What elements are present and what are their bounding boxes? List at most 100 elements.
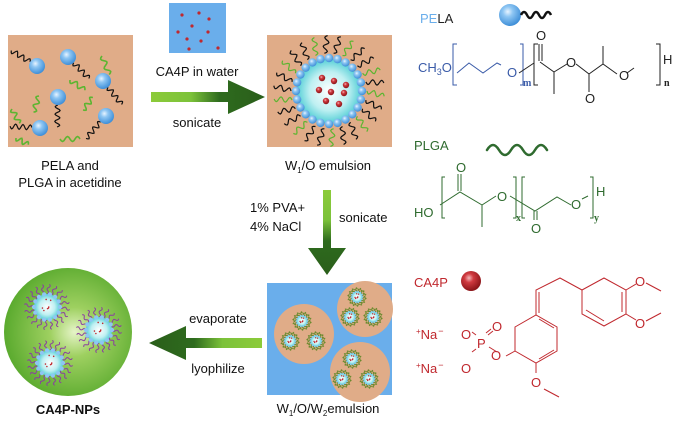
micelle-chain [356,354,362,359]
step3-action-top: evaporate [189,311,247,326]
micelle-chain [373,374,379,379]
ca4p-dot [197,11,201,15]
micelle-shell [375,320,378,323]
ca4p-dot [341,379,343,381]
micelle-chain [294,336,300,341]
micelle-chain [374,320,379,326]
pela-name: PELA [420,11,454,26]
pela-sphere [308,115,317,124]
pela-chain [350,47,365,62]
micelle-shell [377,318,379,321]
micelle-chain [285,345,290,351]
plga-carbonyl-o2: O [531,221,541,236]
micelle-core [284,335,296,347]
micelle-shell [33,299,38,304]
micelle-core [310,335,322,347]
ca4p-dot [46,307,49,310]
pela-sphere [95,73,111,89]
micelle-chain [342,356,347,361]
plga-chain [355,115,369,132]
pela-sphere [348,110,357,119]
micelle-chain [38,342,44,353]
micelle-chain [345,371,350,376]
micelle-chain [295,339,300,344]
micelle-shell [311,335,314,338]
micelle-shell [354,318,356,321]
ca4p-dot [313,341,316,344]
pela-methoxy: CH3O [418,60,452,77]
micelle-shell [371,373,374,376]
ca4p-methoxy-o3: O [531,375,541,390]
micelle-shell [346,355,348,358]
micelle-chain [338,369,343,375]
micelle-chain [357,287,362,293]
micelle-core [34,294,60,320]
micelle-shell [318,335,321,338]
micelle-chain [372,371,377,376]
plga-chain-icon [485,143,549,157]
start-label-line1: PELA and [41,158,99,173]
ca4p-dot [357,293,360,295]
ca4p-dot [339,379,342,382]
micelle-shell [287,334,290,337]
micelle-shell [366,372,369,375]
micelle-shell [347,353,350,356]
micelle-shell [56,299,61,304]
micelle-chain [345,321,350,327]
micelle-chain [363,314,368,319]
plga-chain [99,55,112,76]
ca4p-bridge-o: O [491,348,501,363]
plga-chain [362,67,381,77]
plga-ester-o: O [497,189,507,204]
pela-chain [106,87,124,105]
ca4p-molecule [322,97,330,105]
ca4p-dot [368,379,370,381]
micelle-shell [370,310,373,313]
micelle-shell [302,314,305,317]
micelle-chain [292,321,298,326]
w1o-label: W1/O emulsion [285,158,371,175]
micelle-shell [356,355,358,358]
step2-action-label: sonicate [339,210,387,225]
plga-chain [82,96,94,112]
ca4p-dot [366,379,369,382]
micelle-chain [358,300,363,306]
micelle-shell [47,292,52,297]
micelle-shell [311,344,314,347]
micelle-chain [348,291,353,295]
ca4p-nanoparticle [4,268,132,396]
micelle-shell [369,383,372,386]
micelle-shell [373,375,375,378]
micelle-shell [105,338,110,343]
micelle-chain [361,382,366,387]
micelle-shell [45,373,50,378]
w1ow2-emulsion-panel [267,281,393,402]
micelle-shell [304,315,307,318]
pela-sphere [324,119,334,129]
micelle-chain [305,313,310,318]
micelle-shell [377,313,379,316]
micelle-chain [346,374,352,379]
micelle-chain [354,319,359,323]
micelle-chain [280,338,285,343]
micelle-core [363,373,375,385]
ca4p-anion-o1: O [461,327,471,342]
micelle-chain [320,343,325,347]
micelle-chain [355,315,360,320]
micelle-shell [373,310,376,313]
micelle-shell [351,298,353,301]
micelle-chain [368,383,373,389]
pela-sphere [292,95,302,104]
micelle-chain [347,377,352,382]
final-label: CA4P-NPs [36,402,100,417]
ca4p-name: CA4P [414,275,448,290]
micelle-chain [374,377,379,382]
ca4p-dot [316,337,319,339]
plga-repeat-y: y [594,213,599,224]
micelle-shell [109,327,115,333]
micelle-chain [62,356,73,361]
micelle-chain [319,333,324,338]
micelle-shell [99,340,104,345]
micelle-shell [88,338,93,343]
pela-repeat-n: n [664,78,670,89]
